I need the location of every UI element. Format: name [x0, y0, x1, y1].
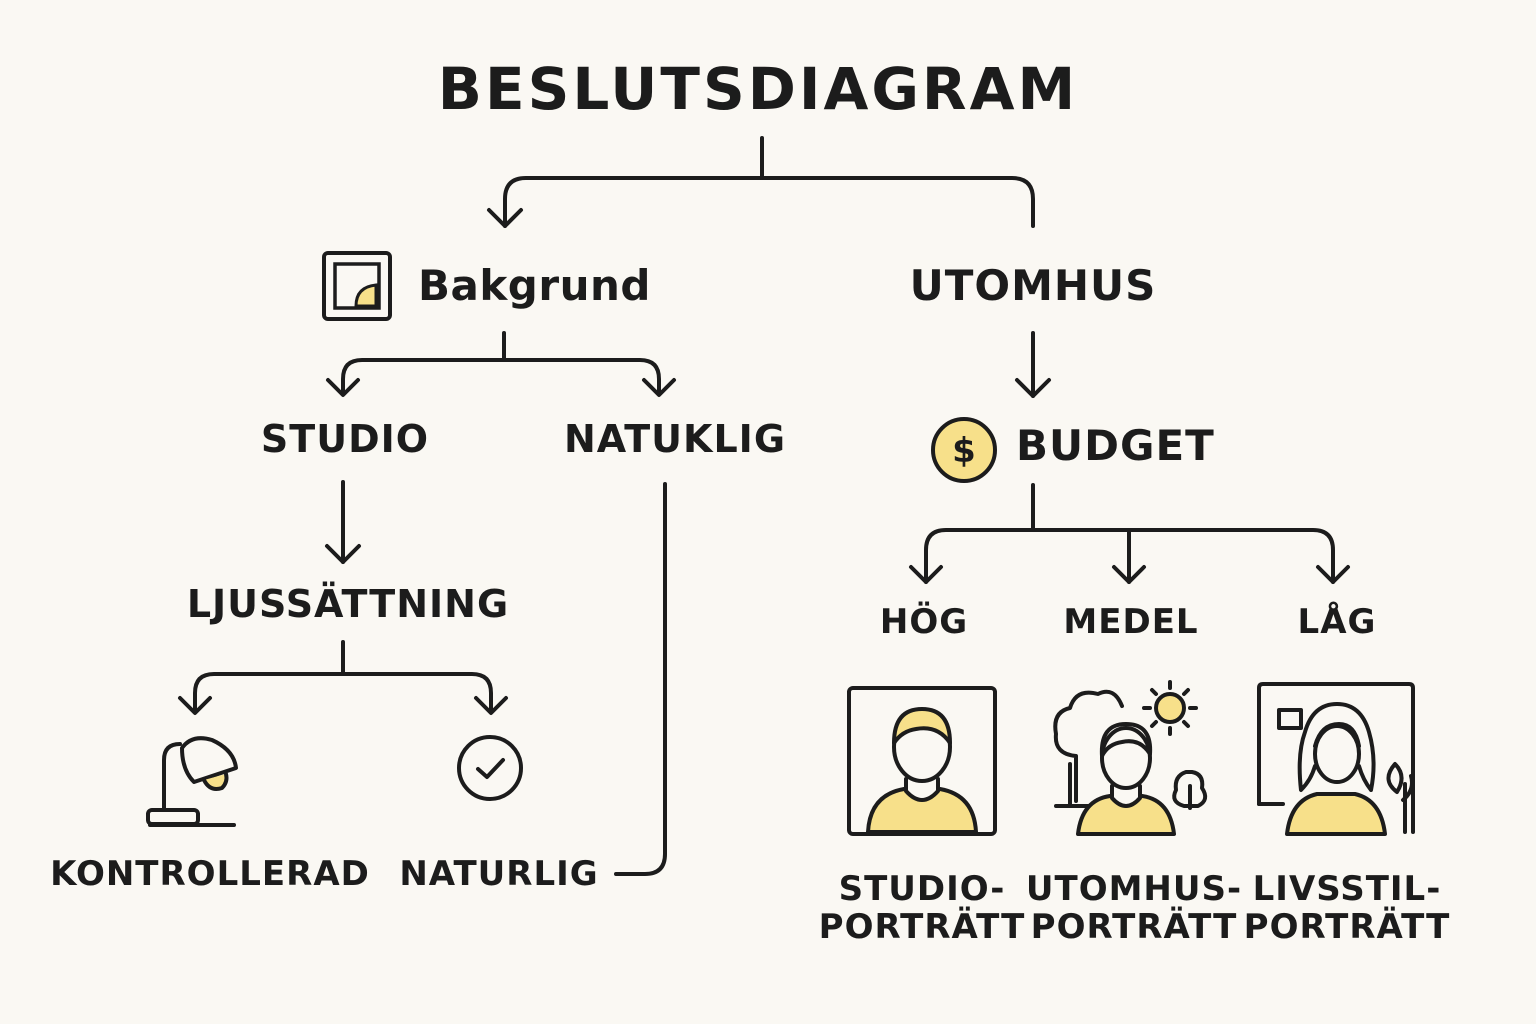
connector-title-right: [760, 176, 1035, 228]
arrowhead: [474, 696, 508, 715]
check-circle-icon: [457, 735, 523, 801]
outcome-line: LIVSSTIL-: [1252, 868, 1442, 909]
outcome-line: PORTRÄTT: [1030, 907, 1238, 947]
arrowhead: [325, 544, 361, 564]
svg-text:$: $: [952, 431, 976, 471]
outcome-line: PORTRÄTT: [1243, 907, 1451, 947]
node-hog: HÖG: [879, 602, 969, 642]
connector-bakgrund-left: [341, 358, 506, 396]
node-kontrollerad: KONTROLLERAD: [50, 854, 370, 894]
node-lag: LÅG: [1297, 602, 1377, 642]
arrowhead: [642, 378, 676, 397]
connector-title-left: [503, 176, 764, 228]
outcome-line: STUDIO-: [838, 868, 1006, 909]
node-budget: BUDGET: [1016, 421, 1215, 470]
arrowhead: [326, 378, 360, 397]
arrowhead: [1316, 565, 1350, 584]
arrowhead: [1112, 565, 1146, 584]
node-natuklig: NATUKLIG: [563, 417, 787, 461]
arrowhead: [487, 208, 523, 228]
node-ljussattning: LJUSSÄTTNING: [186, 582, 510, 626]
studio-portrait-icon: [847, 686, 997, 836]
picture-frame-icon: [322, 251, 392, 321]
outcome-livsstil-portratt: LIVSSTIL- PORTRÄTT: [1244, 870, 1451, 946]
node-bakgrund: Bakgrund: [418, 261, 651, 310]
lifestyle-portrait-icon: [1257, 682, 1415, 836]
outcome-utomhus-portratt: UTOMHUS- PORTRÄTT: [1026, 870, 1242, 946]
node-naturlig: NATURLIG: [399, 854, 599, 894]
outcome-line: PORTRÄTT: [818, 907, 1026, 947]
dollar-coin-icon: $: [931, 417, 997, 483]
connector-bakgrund-right: [502, 358, 661, 396]
arrowhead: [178, 696, 212, 715]
node-medel: MEDEL: [1063, 602, 1199, 642]
node-studio: STUDIO: [260, 417, 430, 461]
connector-ljus-right: [341, 672, 493, 714]
connector-natuklig-naturlig: [614, 482, 667, 876]
connector-ljus-left: [193, 672, 345, 714]
outcome-studio-portratt: STUDIO- PORTRÄTT: [819, 870, 1026, 946]
outdoor-portrait-icon: [1053, 680, 1208, 836]
diagram-title: BESLUTSDIAGRAM: [437, 55, 1079, 123]
connector-budget-right: [1031, 528, 1335, 584]
arrowhead: [1015, 378, 1051, 398]
node-utomhus: UTOMHUS: [909, 261, 1157, 310]
connector-budget-left: [924, 528, 1035, 584]
outcome-line: UTOMHUS-: [1025, 868, 1243, 909]
desk-lamp-icon: [146, 736, 238, 827]
arrowhead: [909, 565, 943, 584]
